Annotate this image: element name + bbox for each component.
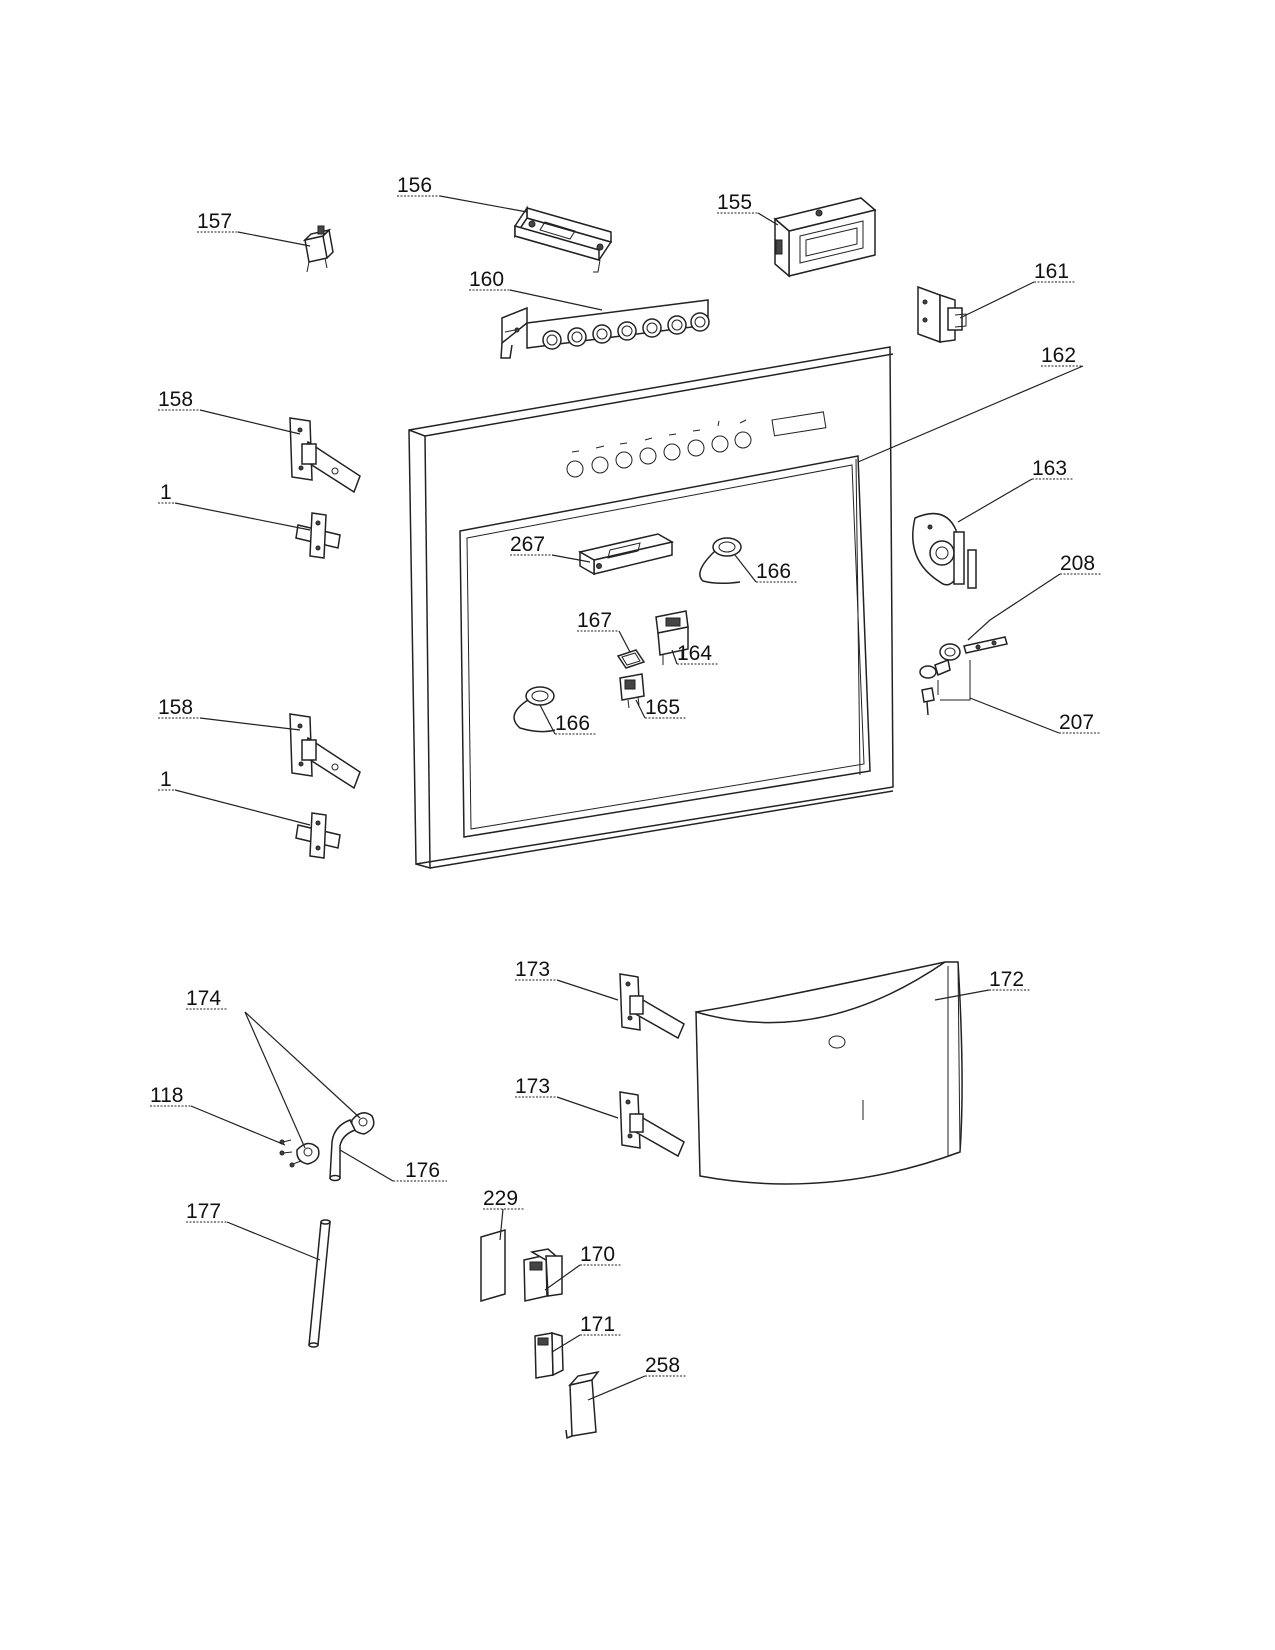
part-173-hinge-upper: [619, 973, 685, 1040]
callout-156: 156: [397, 174, 432, 197]
leader-lines: [150, 195, 1101, 1401]
callout-158-lower: 158: [158, 696, 193, 719]
callout-208: 208: [1060, 552, 1095, 575]
part-171-latch-insert: [534, 1331, 564, 1379]
part-158-hinge-upper: [289, 417, 361, 494]
callout-164: 164: [677, 642, 712, 665]
callout-171: 171: [580, 1313, 615, 1336]
part-258-cover: [565, 1370, 600, 1440]
part-156-transformer: [513, 205, 613, 273]
callout-258: 258: [645, 1354, 680, 1377]
part-158-hinge-lower: [289, 713, 361, 790]
part-155-control-box: [773, 197, 877, 278]
part-229-gasket: [480, 1229, 506, 1302]
part-177-pipe: [308, 1219, 331, 1348]
callout-162: 162: [1041, 344, 1076, 367]
callout-267: 267: [510, 533, 545, 556]
part-167-lens: [616, 649, 646, 669]
part-118-screws: [279, 1139, 302, 1168]
part-165-switch: [619, 673, 645, 709]
callout-229: 229: [483, 1187, 518, 1210]
part-166-light-upper: [699, 537, 742, 585]
callout-173-upper: 173: [515, 958, 550, 981]
callout-157: 157: [197, 210, 232, 233]
part-208-lock-bar: [963, 636, 1008, 654]
part-174-flange-left: [296, 1142, 320, 1165]
part-157-switch: [302, 225, 334, 273]
callout-207: 207: [1059, 711, 1094, 734]
callout-155: 155: [717, 191, 752, 214]
part-172-drawer-front: [695, 961, 963, 1185]
callout-1-lower: 1: [160, 768, 172, 791]
callout-165: 165: [645, 696, 680, 719]
part-176-elbow-pipe: [329, 1119, 357, 1182]
callout-174: 174: [186, 987, 221, 1010]
callout-118: 118: [150, 1084, 183, 1107]
part-267-transformer: [577, 533, 675, 576]
part-174-flange-right: [351, 1112, 375, 1135]
part-163-lock-plate: [912, 512, 977, 589]
callout-160: 160: [469, 268, 504, 291]
callout-1-upper: 1: [160, 481, 172, 504]
callout-177: 177: [186, 1200, 221, 1223]
callout-labels: 156 157 155 160 161 162 158 1 163 267 16…: [150, 174, 1095, 1377]
panel-knob-row: [566, 431, 752, 478]
callout-172: 172: [989, 968, 1024, 991]
callout-170: 170: [580, 1243, 615, 1266]
callout-158-upper: 158: [158, 388, 193, 411]
callout-163: 163: [1032, 457, 1067, 480]
panel-symbol-row: [571, 419, 747, 453]
callout-176: 176: [405, 1159, 440, 1182]
part-161-bracket: [917, 285, 967, 344]
callout-166-upper: 166: [756, 560, 791, 583]
part-1-mounting-plate-lower: [295, 812, 341, 859]
part-160-control-board: [500, 299, 710, 359]
callout-167: 167: [577, 609, 612, 632]
part-1-mounting-plate-upper: [295, 512, 341, 559]
part-162-front-panel: [408, 346, 894, 869]
callout-161: 161: [1034, 260, 1069, 283]
control-board-knobs: [542, 312, 710, 350]
part-173-hinge-lower: [619, 1091, 685, 1158]
part-207-lock-key: [919, 643, 971, 716]
part-164-rocker-switch: [655, 610, 689, 665]
callout-173-lower: 173: [515, 1075, 550, 1098]
part-170-latch: [523, 1248, 563, 1302]
callout-166-lower: 166: [555, 712, 590, 735]
